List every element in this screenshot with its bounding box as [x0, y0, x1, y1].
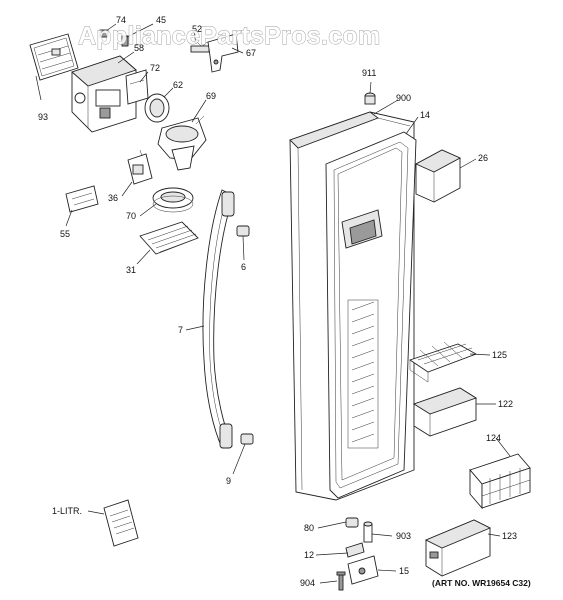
part-70-seal	[152, 187, 194, 213]
part-125-wire-shelf	[408, 341, 478, 383]
callout-labels: 74 45 58 52 67 72 62 93 69 36 70 55 31 6…	[38, 15, 517, 588]
part-74-clip	[99, 29, 109, 38]
part-26-cover	[414, 149, 462, 203]
part-67-hinge-bracket	[207, 33, 239, 73]
part-9-end-cap	[240, 433, 254, 445]
callout-69: 69	[206, 91, 216, 101]
part-123-bin	[424, 519, 492, 577]
door-liner-rails	[347, 299, 379, 449]
part-36-switch	[127, 149, 153, 185]
callout-7: 7	[178, 325, 183, 335]
callout-903: 903	[396, 531, 411, 541]
callout-45: 45	[156, 15, 166, 25]
part-15-hinge	[347, 555, 379, 585]
part-69-ice-chute	[157, 115, 207, 171]
part-7-handle	[202, 189, 235, 449]
part-62-ring	[144, 93, 170, 123]
callout-58: 58	[134, 43, 144, 53]
callout-911: 911	[362, 68, 376, 78]
callout-900: 900	[396, 93, 411, 103]
callout-72: 72	[150, 63, 160, 73]
callout-12: 12	[304, 550, 314, 560]
part-904-screw	[336, 571, 346, 591]
part-1-literature	[103, 499, 139, 547]
part-31-grille	[139, 221, 199, 255]
callout-14: 14	[420, 110, 430, 120]
dispenser-recess	[341, 209, 383, 249]
part-6-end-cap	[236, 225, 250, 237]
part-124-wire-basket	[469, 453, 531, 510]
part-72-bracket	[125, 69, 149, 105]
part-93-control-panel	[29, 33, 79, 81]
callout-26: 26	[478, 153, 488, 163]
callout-123: 123	[502, 531, 517, 541]
callout-67: 67	[246, 48, 256, 58]
art-number: (ART NO. WR19654 C32)	[432, 578, 531, 588]
callout-93: 93	[38, 112, 48, 122]
callout-124: 124	[486, 433, 501, 443]
callout-70: 70	[126, 211, 136, 221]
callout-74: 74	[116, 15, 126, 25]
callout-1-litr: 1-LITR.	[52, 506, 82, 516]
callout-52: 52	[192, 24, 202, 34]
part-903-pin	[363, 521, 373, 543]
part-58-dispenser-housing	[71, 55, 137, 133]
callout-55: 55	[60, 229, 70, 239]
part-911-plug	[364, 92, 376, 105]
part-80-bushing	[345, 517, 359, 528]
callout-36: 36	[108, 193, 118, 203]
part-122-bin	[412, 387, 478, 437]
callout-15: 15	[399, 566, 409, 576]
part-45-screw	[121, 35, 129, 47]
watermark: AppliancePartsPros.com	[78, 22, 381, 50]
callout-125: 125	[492, 350, 507, 360]
part-12-shim	[345, 542, 365, 558]
callout-6: 6	[241, 262, 246, 272]
callout-80: 80	[304, 523, 314, 533]
callout-9: 9	[226, 476, 231, 486]
callout-904: 904	[300, 578, 315, 588]
part-55-clip	[65, 185, 99, 213]
leader-lines	[35, 23, 511, 584]
callout-62: 62	[173, 80, 183, 90]
callout-31: 31	[126, 265, 136, 275]
callout-122: 122	[498, 399, 513, 409]
